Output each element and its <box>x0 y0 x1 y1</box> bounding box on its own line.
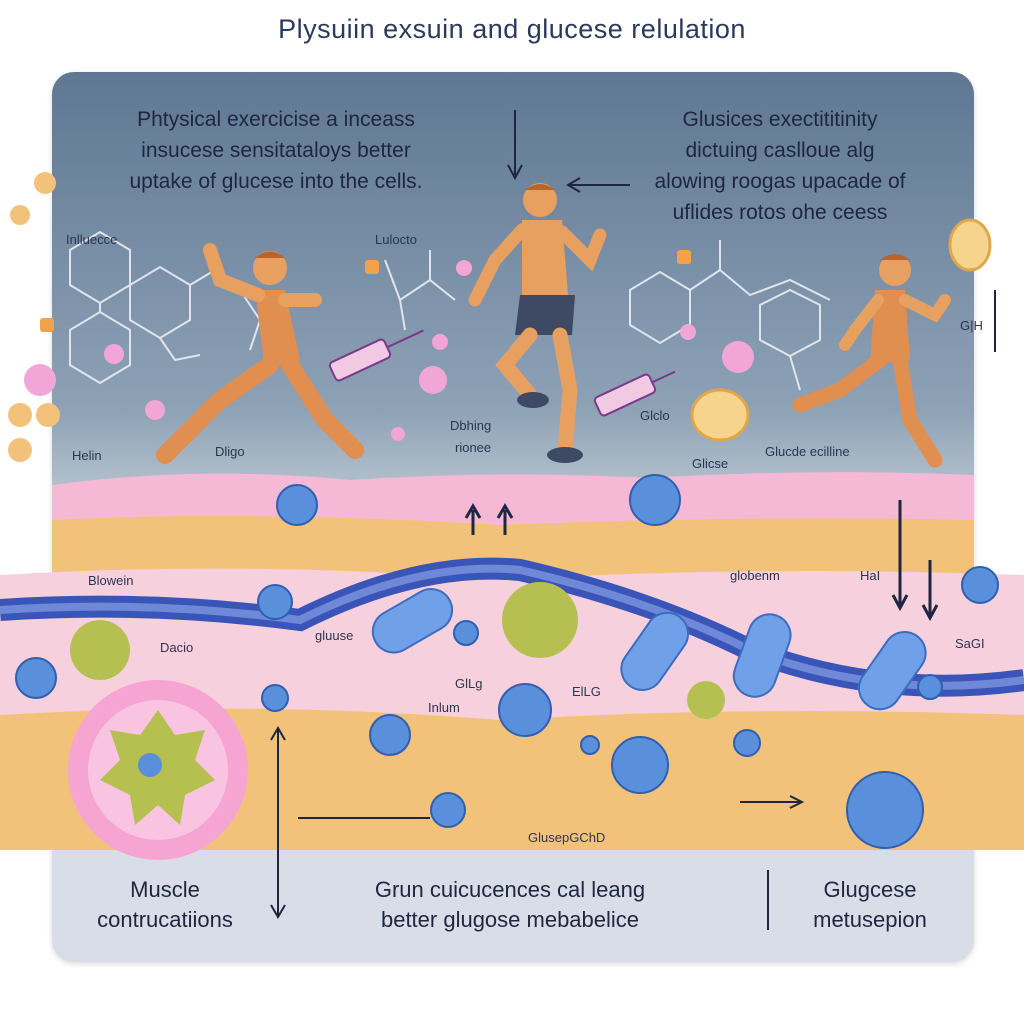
label-dbhing: Dbhing <box>450 418 492 433</box>
caption-line: better glugose mebabelice <box>380 907 640 932</box>
arrow-left-top <box>566 177 630 193</box>
label-glig: GlLg <box>455 676 483 691</box>
runner-left <box>156 243 364 464</box>
label-blowein: Blowein <box>88 573 134 588</box>
label-hal: HaI <box>860 568 881 583</box>
syringe-icon <box>328 329 424 382</box>
caption-line: Muscle <box>130 877 200 902</box>
label-rionee: rionee <box>455 440 492 455</box>
label-influence: Inlluecce <box>66 232 118 247</box>
label-glgbennm: globenm <box>730 568 780 583</box>
intro-left-line: Phtysical exercicise a inceass <box>137 108 415 131</box>
caption-line: metusepion <box>813 907 927 932</box>
muscle-cell <box>68 680 248 860</box>
intro-left-line: insucese sensitataloys better <box>141 139 411 162</box>
arrow-right-bottom <box>740 795 805 809</box>
label-elg: ElLG <box>572 684 601 699</box>
intro-right-line: alowing roogas upacade of <box>654 170 906 193</box>
arrow-up-mid <box>464 503 514 535</box>
molecule-structure-left <box>69 230 262 385</box>
label-lulocto: Lulocto <box>375 232 417 247</box>
blood-vessel <box>0 557 1024 697</box>
molecule-structure-center <box>384 250 456 331</box>
label-inlum: Inlum <box>428 700 460 715</box>
label-saghi: SaGI <box>955 636 985 651</box>
label-glicse: Glicse <box>692 456 729 471</box>
label-gh: G|H <box>960 318 983 333</box>
fat-cell-layer-lower <box>0 708 1024 850</box>
intro-left-text: Phtysical exercicise a inceass insucese … <box>86 104 466 197</box>
glucose-molecule-icon <box>15 474 999 849</box>
caption-line: Glugcese <box>823 877 917 902</box>
bottom-caption-band <box>52 848 974 962</box>
intro-right-line: Glusices exectititinity <box>682 108 878 131</box>
intro-right-line: uflides rotos ohe ceess <box>672 201 888 224</box>
label-glusepgchd: GlusepGChD <box>528 830 606 845</box>
label-helin: Helin <box>72 448 102 463</box>
label-glucde-ecilline: Glucde ecilline <box>765 444 850 459</box>
label-dacio: Dacio <box>160 640 194 655</box>
runner-right <box>792 254 951 468</box>
runner-center <box>468 183 607 463</box>
label-gluuse: gluuse <box>315 628 354 643</box>
intro-right-line: dictuing caslloue alg <box>685 139 875 162</box>
arrow-down-top <box>507 110 523 181</box>
caption-line: contrucatiions <box>97 907 233 932</box>
glucose-capsule <box>371 588 927 711</box>
intro-right-text: Glusices exectititinity dictuing casllou… <box>610 104 950 228</box>
syringe-icon <box>593 370 676 417</box>
caption-muscle-contractions: Muscle contrucatiions <box>70 875 260 935</box>
caption-glucose-metabolism: Grun cuicucences cal leang better glugos… <box>300 875 720 935</box>
label-dligo: Dligo <box>215 444 245 459</box>
caption-line: Grun cuicucences cal leang <box>374 877 646 902</box>
green-cell <box>70 582 725 719</box>
label-glcio: Glclo <box>640 408 670 423</box>
intro-left-line: uptake of glucese into the cells. <box>129 170 423 193</box>
arrow-down-mid <box>891 500 939 622</box>
arrow-vertical-bottom <box>270 726 286 919</box>
orange-molecule-icon <box>8 172 992 462</box>
pink-molecule-icon <box>24 260 754 441</box>
page-title: Plysuiin exsuin and glucese relulation <box>278 14 746 44</box>
fat-cell-layer-upper <box>52 516 974 585</box>
caption-glucose-metusepion: Glugcese metusepion <box>780 875 960 935</box>
